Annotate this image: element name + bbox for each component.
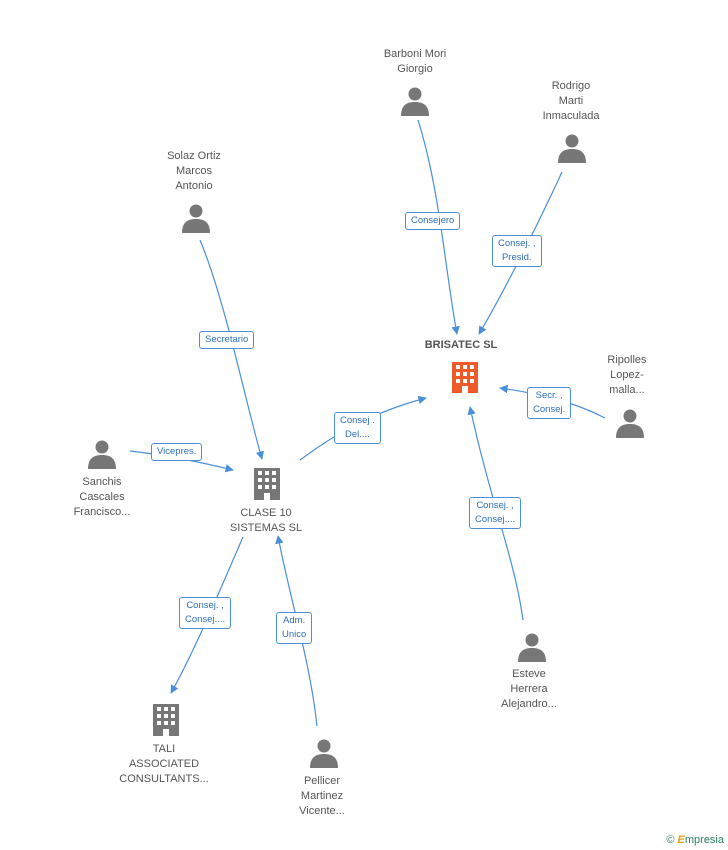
label-line: Consej. ,: [476, 500, 514, 511]
label-line: Presid.: [501, 252, 532, 263]
brand-name: mpresia: [684, 834, 724, 846]
node-label-pellicer[interactable]: Pellicer Martinez Vicente...: [272, 774, 372, 819]
node-label-solaz[interactable]: Solaz Ortiz Marcos Antonio: [144, 149, 244, 194]
label-line: CONSULTANTS...: [119, 773, 209, 785]
node-label-sanchis[interactable]: Sanchis Cascales Francisco...: [52, 475, 152, 520]
edge-label-consej-del[interactable]: Consej . Del....: [334, 412, 381, 444]
label-line: Del....: [345, 429, 370, 440]
empresia-watermark: © Empresia: [666, 834, 724, 846]
edge-solaz-clase10: [199, 239, 264, 460]
label-line: Consej.: [533, 404, 566, 415]
label-line: Lopez-: [610, 369, 644, 381]
label-line: Martinez: [300, 790, 344, 802]
label-line: Secr. ,: [535, 390, 563, 401]
person-icon[interactable]: [182, 204, 210, 234]
label-line: Barboni Mori: [383, 48, 447, 60]
person-icon[interactable]: [616, 409, 644, 439]
person-icon[interactable]: [88, 440, 116, 470]
label-line: Marcos: [175, 165, 213, 177]
label-line: Esteve: [512, 668, 546, 680]
label-line: malla...: [609, 384, 645, 396]
label-line: Ripolles: [607, 354, 647, 366]
edge-label-secr-consej[interactable]: Secr. , Consej.: [527, 387, 572, 419]
edge-label-vicepres[interactable]: Vicepres.: [151, 443, 203, 461]
copyright-symbol: ©: [666, 834, 675, 846]
building-icon[interactable]: [254, 468, 280, 500]
edge-label-consej-consej-esteve[interactable]: Consej. , Consej....: [469, 497, 522, 529]
label-line: Consej. ,: [498, 238, 536, 249]
label-line: Alejandro...: [501, 698, 557, 710]
node-label-barboni[interactable]: Barboni Mori Giorgio: [365, 47, 465, 77]
building-icon[interactable]: [452, 362, 478, 393]
label-line: Antonio: [175, 180, 213, 192]
person-icon[interactable]: [310, 739, 338, 769]
edge-label-consej-presid[interactable]: Consej. , Presid.: [492, 235, 542, 267]
brand-initial: E: [677, 834, 685, 846]
label-line: Cascales: [79, 491, 125, 503]
node-label-rodrigo[interactable]: Rodrigo Marti Inmaculada: [521, 79, 621, 124]
label-line: Vicepres.: [157, 446, 197, 457]
edge-label-consejero[interactable]: Consejero: [405, 212, 461, 230]
label-line: Adm.: [283, 615, 306, 626]
person-icon[interactable]: [401, 87, 429, 117]
label-line: Vicente...: [299, 805, 345, 817]
label-line: Solaz Ortiz: [167, 150, 221, 162]
label-line: Consej. ,: [186, 600, 224, 611]
person-icon[interactable]: [558, 134, 586, 164]
edge-label-adm-unico[interactable]: Adm. Unico: [276, 612, 313, 644]
person-icon[interactable]: [518, 633, 546, 663]
label-line: Consej....: [185, 614, 226, 625]
node-label-clase10[interactable]: CLASE 10 SISTEMAS SL: [216, 506, 316, 536]
node-label-esteve[interactable]: Esteve Herrera Alejandro...: [479, 667, 579, 712]
label-line: Pellicer: [303, 775, 341, 787]
label-line: CLASE 10: [240, 507, 292, 519]
label-line: Consej....: [475, 514, 516, 525]
label-line: Francisco...: [73, 506, 131, 518]
node-label-tali[interactable]: TALI ASSOCIATED CONSULTANTS...: [104, 742, 224, 787]
building-icon[interactable]: [153, 704, 179, 736]
edge-label-consej-consej-tali[interactable]: Consej. , Consej....: [179, 597, 232, 629]
edge-label-secretario[interactable]: Secretario: [199, 331, 255, 349]
label-line: Unico: [282, 629, 307, 640]
label-line: Inmaculada: [542, 110, 600, 122]
label-line: Marti: [558, 95, 584, 107]
label-line: Rodrigo: [551, 80, 591, 92]
label-line: Consej .: [340, 415, 375, 426]
node-label-ripolles[interactable]: Ripolles Lopez- malla...: [589, 353, 665, 398]
label-line: ASSOCIATED: [128, 758, 200, 770]
node-label-brisatec[interactable]: BRISATEC SL: [411, 338, 511, 353]
label-line: Secretario: [205, 334, 249, 345]
label-line: Sanchis: [82, 476, 122, 488]
label-line: Giorgio: [397, 63, 433, 75]
label-line: Herrera: [510, 683, 548, 695]
label-line: BRISATEC SL: [424, 339, 498, 351]
label-line: Consejero: [411, 215, 455, 226]
label-line: SISTEMAS SL: [229, 522, 303, 534]
label-line: TALI: [152, 743, 176, 755]
